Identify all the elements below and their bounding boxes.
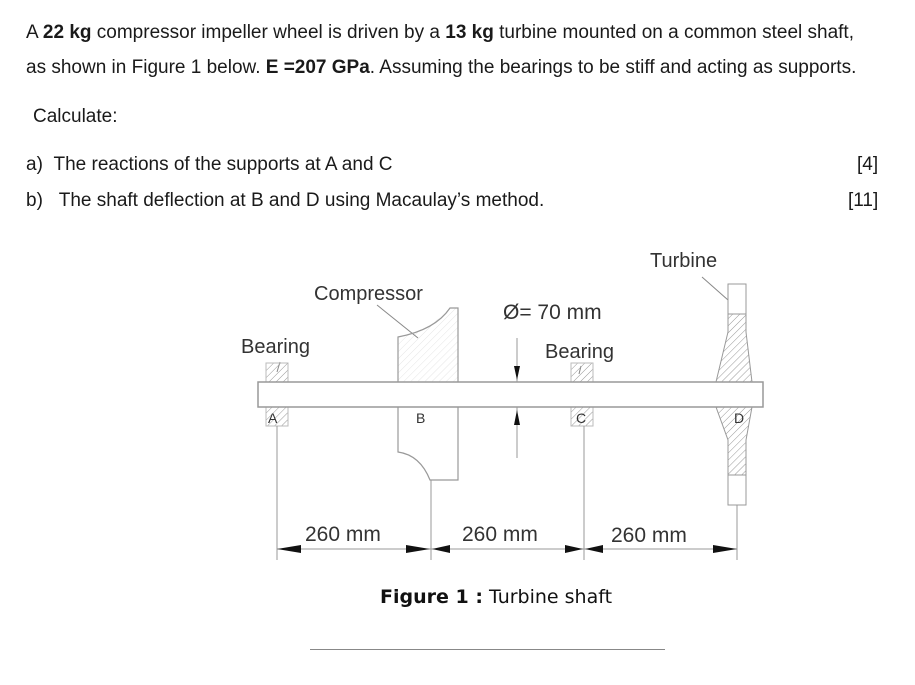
calculate-heading: Calculate:: [33, 106, 118, 127]
question-a: a) The reactions of the supports at A an…: [26, 154, 393, 176]
diameter-label: Ø= 70 mm: [503, 301, 602, 324]
bearing-left-label: Bearing: [241, 336, 310, 358]
compressor-label: Compressor: [314, 283, 423, 305]
marks-a: [4]: [857, 154, 879, 175]
mass-compressor: 22 kg: [42, 22, 92, 43]
shaft: [257, 381, 764, 408]
dimension-bc: 260 mm: [462, 523, 538, 546]
question-text: The reactions of the supports at A and C: [53, 154, 393, 175]
text: A: [26, 22, 43, 43]
text: compressor impeller wheel is driven by a: [91, 22, 446, 43]
text: as shown in Figure 1 below.: [26, 57, 266, 78]
text: turbine mounted on a common steel shaft,: [493, 22, 854, 43]
point-a-label: A: [268, 410, 278, 426]
problem-line-1: A 22 kg compressor impeller wheel is dri…: [26, 22, 854, 44]
question-b: b) The shaft deflection at B and D using…: [26, 190, 544, 212]
youngs-modulus: E =207 GPa: [265, 57, 370, 78]
bearing-a-top: [265, 362, 289, 383]
question-label: a): [26, 154, 43, 175]
compressor-wheel: [397, 307, 459, 481]
divider: [310, 649, 665, 650]
point-c-label: C: [576, 410, 586, 426]
text: . Assuming the bearings to be stiff and …: [369, 57, 857, 78]
caption-text: Turbine shaft: [482, 586, 613, 608]
bearing-right-label: Bearing: [545, 341, 614, 363]
dimension-cd: 260 mm: [611, 524, 687, 547]
turbine-wheel: [715, 283, 753, 506]
dimension-ab: 260 mm: [305, 523, 381, 546]
point-d-label: D: [734, 410, 744, 426]
question-text: The shaft deflection at B and D using Ma…: [58, 190, 545, 211]
point-b-label: B: [416, 410, 425, 426]
turbine-label: Turbine: [650, 250, 717, 272]
bearing-c-top: [570, 362, 594, 383]
problem-line-2: as shown in Figure 1 below. E =207 GPa. …: [26, 57, 856, 79]
marks-b: [11]: [848, 190, 879, 211]
mass-turbine: 13 kg: [445, 22, 494, 43]
question-label: b): [26, 190, 43, 211]
figure-caption: Figure 1 : Turbine shaft: [380, 586, 612, 608]
caption-label: Figure 1 :: [380, 586, 483, 608]
